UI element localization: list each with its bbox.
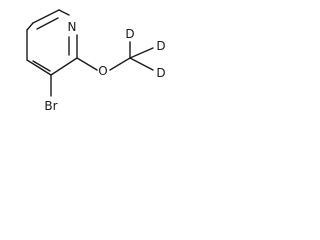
atom-nitrogen-label: N <box>68 20 77 34</box>
chemical-structure: N Br O D D D <box>26 9 166 113</box>
bond-ring-top-left <box>32 9 60 24</box>
atom-deuterium-top-label: D <box>125 27 134 41</box>
bond-ring-inner-top <box>36 17 59 30</box>
atom-deuterium-right-lower-label: D <box>156 66 165 80</box>
atom-oxygen-label: O <box>98 64 107 78</box>
bond-ring-c3-c4 <box>26 59 52 76</box>
atom-deuterium-right-upper-label: D <box>156 39 165 53</box>
bond-o-c <box>109 57 131 71</box>
bond-c-d-right-upper <box>129 47 154 59</box>
bond-ring-inner-bottom <box>32 60 51 72</box>
bond-ring-top-right <box>58 9 70 16</box>
bond-c2-o <box>76 57 98 71</box>
bond-ring-left-top <box>26 22 34 31</box>
bond-ring-c2-c3 <box>50 57 78 76</box>
bond-c-d-right-lower <box>129 57 154 71</box>
atom-bromine-label: Br <box>44 99 57 113</box>
